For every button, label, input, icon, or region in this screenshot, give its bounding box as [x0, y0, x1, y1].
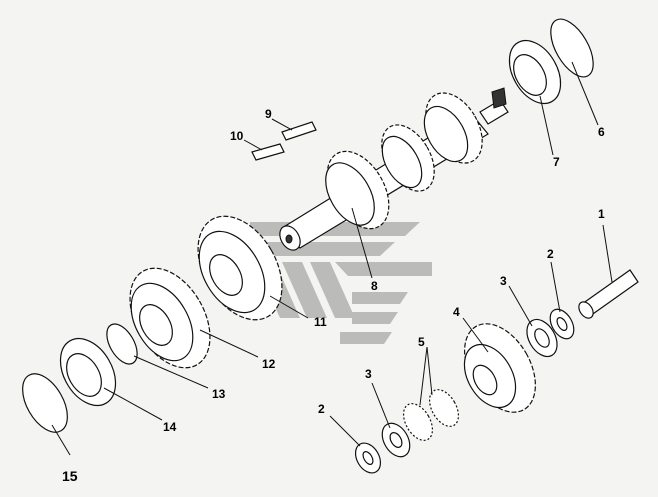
callout-11: 11	[314, 315, 327, 329]
cluster-gear-4	[463, 323, 536, 413]
bearing-7	[508, 39, 562, 105]
callout-14: 14	[163, 420, 177, 434]
callout-7: 7	[553, 155, 560, 169]
callouts: 1 2 2 3 3 4 5 6 7 8 9 10 11 12 13 14 15	[62, 107, 605, 484]
snap-ring-6	[550, 18, 594, 78]
shaft-gear-large	[423, 92, 483, 164]
washer-3-right	[526, 318, 558, 358]
washer-2-right	[549, 308, 575, 340]
bearing-14	[59, 337, 117, 407]
callout-12: 12	[262, 357, 276, 371]
callout-8: 8	[371, 279, 378, 293]
needle-bearing-5b	[402, 403, 434, 441]
key-10	[251, 143, 285, 161]
callout-13: 13	[212, 387, 226, 401]
callout-4: 4	[453, 305, 460, 319]
pin-1	[578, 269, 639, 319]
callout-9: 9	[265, 107, 272, 121]
callout-6: 6	[598, 125, 605, 139]
gear-11	[197, 215, 283, 321]
washer-3-left	[381, 422, 411, 458]
gear-12	[129, 267, 211, 369]
callout-10: 10	[230, 129, 244, 143]
washer-2-left	[354, 442, 382, 474]
callout-15: 15	[62, 468, 78, 484]
callout-1: 1	[598, 207, 605, 221]
callout-2-right: 2	[547, 247, 554, 261]
needle-bearing-5a	[428, 389, 460, 427]
shaft-gear-middle	[381, 124, 435, 192]
shaft-gear-small	[325, 150, 390, 230]
key-9	[281, 121, 317, 141]
snap-ring-15	[22, 373, 68, 433]
callout-5: 5	[418, 335, 425, 349]
snap-ring-13	[106, 323, 138, 365]
callout-3-left: 3	[365, 367, 372, 381]
leader-lines	[51, 61, 613, 456]
callout-3-right: 3	[500, 274, 507, 288]
callout-2-left: 2	[318, 402, 325, 416]
